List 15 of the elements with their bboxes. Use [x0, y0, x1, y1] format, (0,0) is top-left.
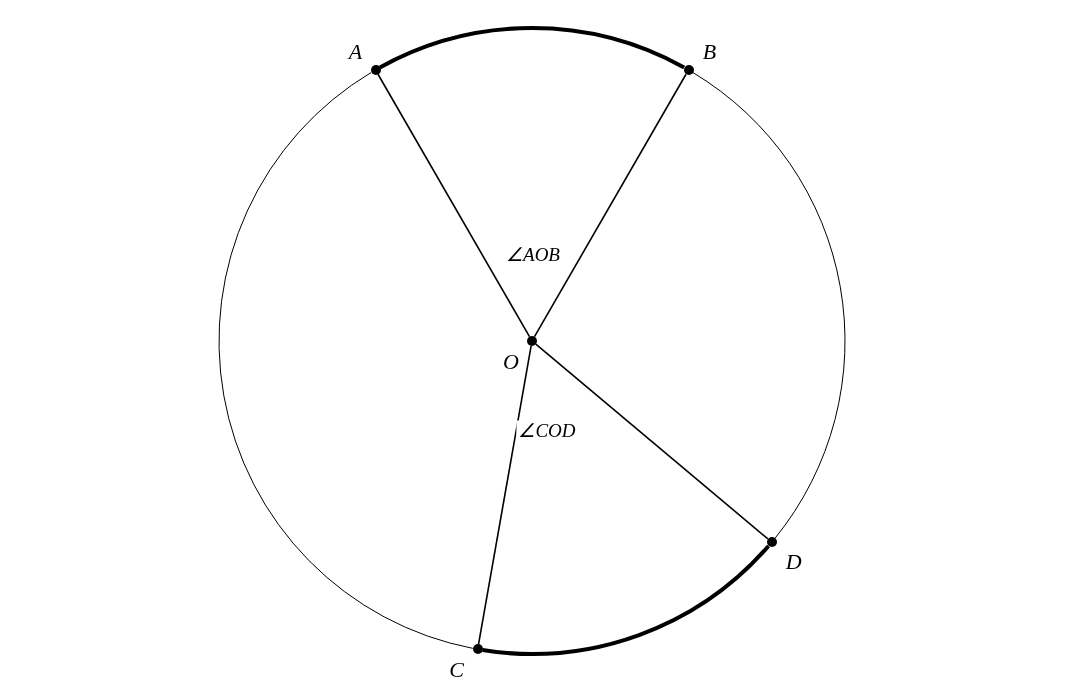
angle-label: ∠AOB [504, 244, 562, 264]
point-label: D [785, 551, 802, 574]
circle-arc [218, 71, 474, 649]
circle-arc [379, 26, 685, 70]
circle-arc [482, 544, 770, 656]
circle-arc [692, 71, 846, 539]
radius-line [377, 73, 531, 338]
point-label: A [348, 40, 363, 63]
point-label: B [702, 40, 717, 63]
point-label: O [503, 351, 519, 373]
radius-line [535, 343, 769, 540]
angle-label: ∠COD [516, 420, 578, 440]
radius-line [533, 73, 687, 338]
point-label: C [449, 659, 464, 682]
radius-line [477, 345, 532, 646]
